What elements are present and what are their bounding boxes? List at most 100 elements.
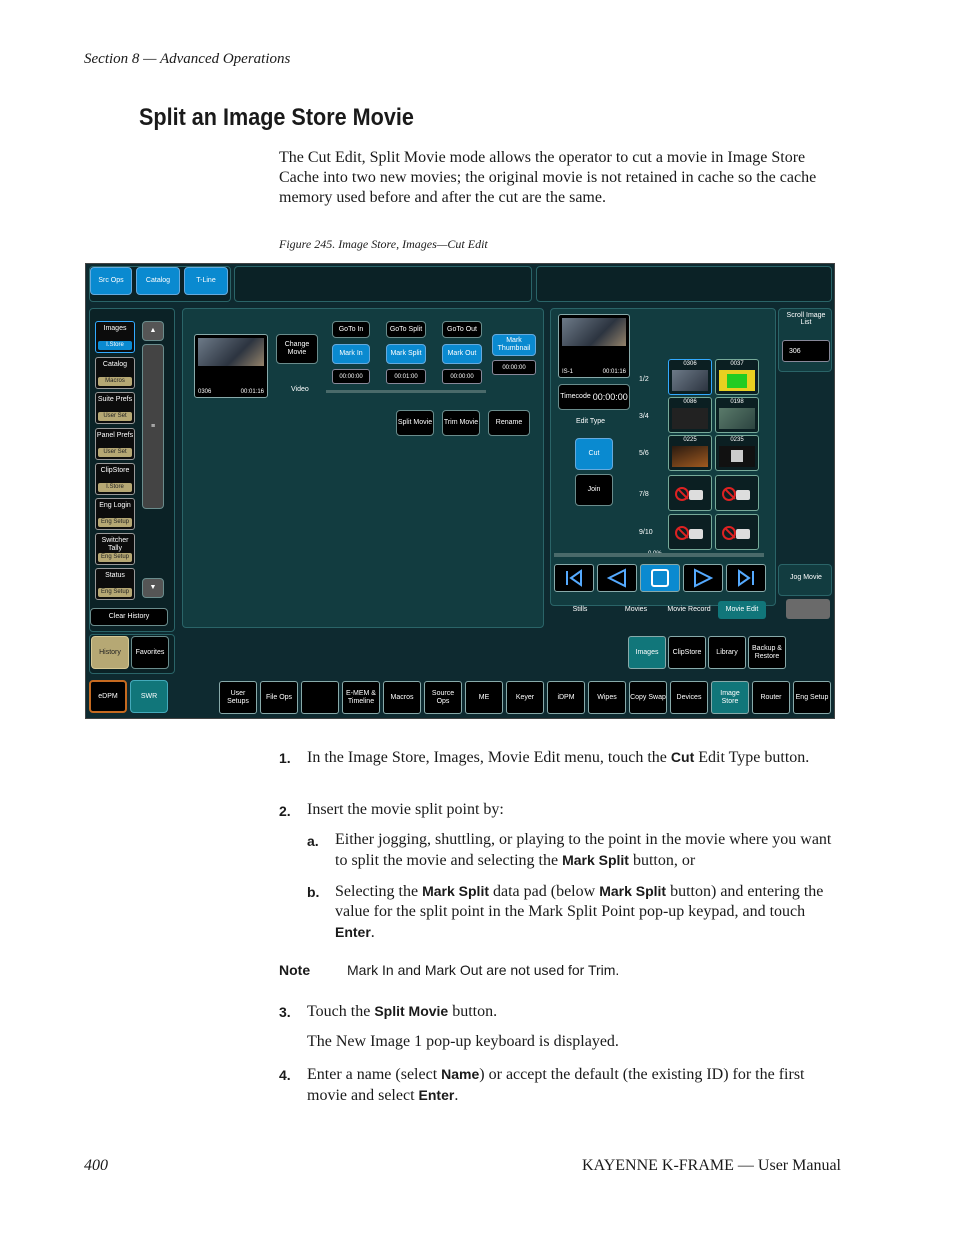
image-cell[interactable]: 0198 [715,397,759,433]
scroll-image-list-pad[interactable]: 306 [782,340,830,362]
page-title: Split an Image Store Movie [139,104,414,131]
scroll-up-button[interactable]: ▲ [142,321,164,341]
swr-button[interactable]: SWR [130,680,168,713]
menu-wipes[interactable]: Wipes [588,681,626,714]
page-number: 400 [84,1157,108,1174]
menu-source-ops[interactable]: Source Ops [424,681,462,714]
section-header: Section 8 — Advanced Operations [84,51,291,67]
menu-macros[interactable]: Macros [383,681,421,714]
rename-button[interactable]: Rename [488,410,530,436]
change-movie-button[interactable]: Change Movie [276,334,318,364]
trim-movie-button[interactable]: Trim Movie [442,410,480,436]
store-tab-backup-restore[interactable]: Backup & Restore [748,636,786,669]
footer-title: KAYENNE K-FRAME — User Manual [582,1157,841,1174]
mark-in-button[interactable]: Mark In [332,344,370,364]
scroll-image-list-label: Scroll Image List [786,312,826,326]
tab-src-ops[interactable]: Src Ops [90,267,132,295]
menu-user-setups[interactable]: User Setups [219,681,257,714]
join-edit-type-button[interactable]: Join [575,474,613,506]
scrollbar-track[interactable]: ≡ [142,344,164,509]
mark-out-datapad[interactable]: 00:00:00 [442,369,482,384]
scroll-down-button[interactable]: ▼ [142,578,164,598]
top-blank-panel [234,266,532,302]
goto-in-button[interactable]: GoTo In [332,321,370,338]
menu-eng-setup[interactable]: Eng Setup [793,681,831,714]
note-label: Note [279,962,311,978]
menu-idpm[interactable]: iDPM [547,681,585,714]
empty-cell[interactable] [715,514,759,550]
menu-blank[interactable] [301,681,339,714]
empty-cell[interactable] [715,475,759,511]
figure-caption: Figure 245. Image Store, Images—Cut Edit [279,237,488,251]
jog-movie-label: Jog Movie [790,574,822,581]
timecode-pad[interactable]: Timecode 00:00:00 [558,384,630,410]
mark-thumbnail-datapad[interactable]: 00:00:00 [492,360,536,375]
tab-movie-record[interactable]: Movie Record [667,606,711,613]
tab-catalog[interactable]: Catalog [136,267,180,295]
cut-edit-type-button[interactable]: Cut [575,438,613,470]
tab-t-line[interactable]: T-Line [184,267,228,295]
goto-end-button[interactable] [726,564,766,592]
step-3: 3. Touch the Split Movie button. The New… [279,1001,841,1052]
stop-button[interactable] [640,564,680,592]
note-text: Mark In and Mark Out are not used for Tr… [347,962,620,978]
image-cell[interactable]: 0086 [668,397,712,433]
image-cell[interactable]: 0037 [715,359,759,395]
jog-movie-panel [778,564,832,596]
row-label: 3/4 [639,413,649,420]
image-cell[interactable]: 0235 [715,435,759,471]
menu-image-store[interactable]: Image Store [711,681,749,714]
row-label: 9/10 [639,529,653,536]
goto-out-button[interactable]: GoTo Out [442,321,482,338]
empty-cell[interactable] [668,514,712,550]
video-progress-bar [326,390,486,393]
menu-devices[interactable]: Devices [670,681,708,714]
mark-split-button[interactable]: Mark Split [386,344,426,364]
reverse-button[interactable] [597,564,637,592]
step-2b: b. Selecting the Mark Split data pad (be… [307,883,824,941]
clear-history-button[interactable]: Clear History [90,608,168,626]
tab-movie-edit[interactable]: Movie Edit [718,601,766,619]
menu-me[interactable]: ME [465,681,503,714]
step-2: 2. Insert the movie split point by: [279,801,504,819]
goto-start-button[interactable] [554,564,594,592]
edit-type-label: Edit Type [576,418,606,425]
edpm-button[interactable]: eDPM [89,680,127,713]
store-tab-library[interactable]: Library [708,636,746,669]
menu-router[interactable]: Router [752,681,790,714]
play-button[interactable] [683,564,723,592]
tab-movies[interactable]: Movies [624,606,648,613]
jog-wheel[interactable] [786,599,830,619]
history-button[interactable]: History [91,636,129,669]
store-tab-images[interactable]: Images [628,636,666,669]
image-cell[interactable]: 0306 [668,359,712,395]
image-cell[interactable]: 0225 [668,435,712,471]
store-tab-clipstore[interactable]: ClipStore [668,636,706,669]
mark-out-button[interactable]: Mark Out [442,344,482,364]
tab-stills[interactable]: Stills [572,606,588,613]
step-3-result: The New Image 1 pop-up keyboard is displ… [307,1033,619,1050]
mark-in-datapad[interactable]: 00:00:00 [332,369,370,384]
mark-thumbnail-button[interactable]: Mark Thumbnail [492,334,536,356]
goto-split-button[interactable]: GoTo Split [386,321,426,338]
favorites-button[interactable]: Favorites [131,636,169,669]
menu-emem-timeline[interactable]: E-MEM & Timeline [342,681,380,714]
mark-split-datapad[interactable]: 00:01:00 [386,369,426,384]
menu-keyer[interactable]: Keyer [506,681,544,714]
empty-cell[interactable] [668,475,712,511]
step-4: 4. Enter a name (select Name) or accept … [279,1066,805,1104]
menu-copy-swap[interactable]: Copy Swap [629,681,667,714]
menu-file-ops[interactable]: File Ops [260,681,298,714]
split-movie-button[interactable]: Split Movie [396,410,434,436]
